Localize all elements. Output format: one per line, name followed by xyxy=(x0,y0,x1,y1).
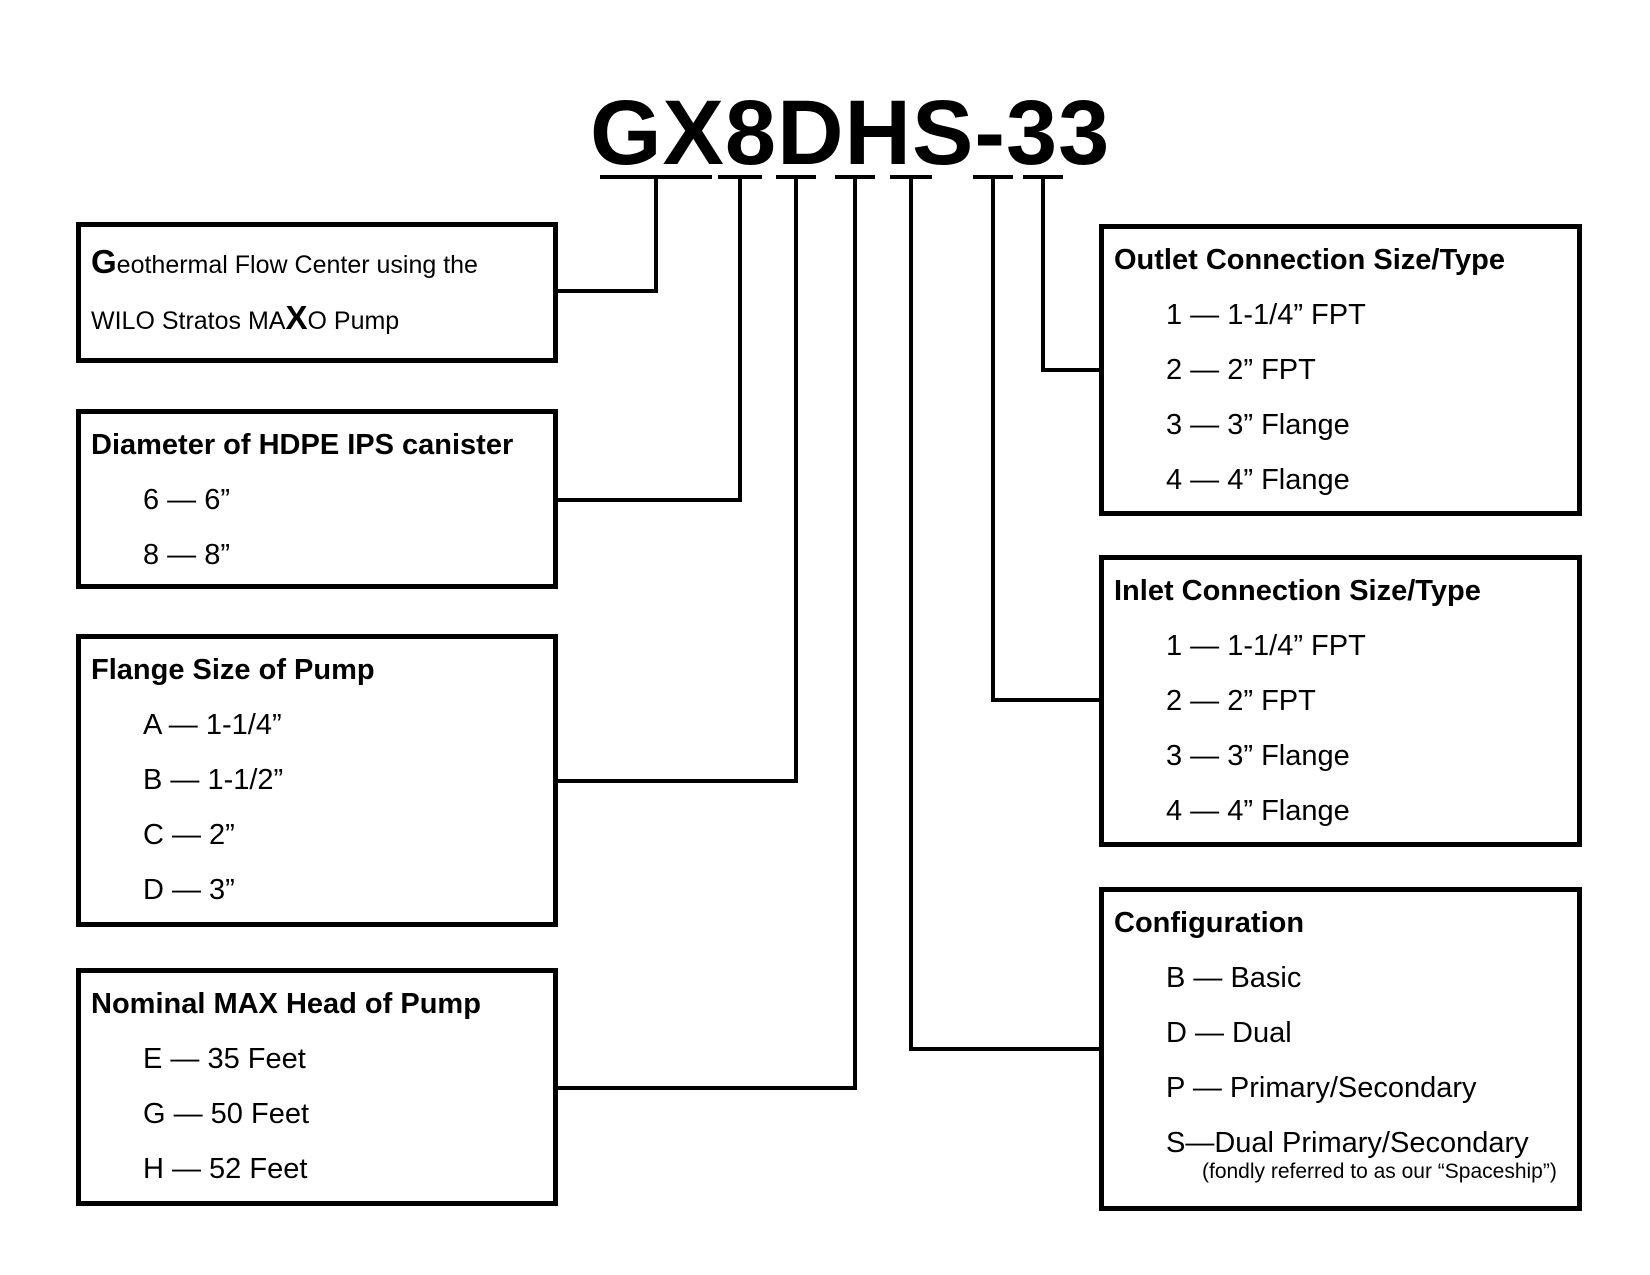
gx-description-line-2: WILO Stratos MAXO Pump xyxy=(91,299,400,336)
configuration-box: Configuration B — Basic D — Dual P — Pri… xyxy=(1099,887,1582,1211)
configuration-option: S—Dual Primary/Secondary xyxy=(1166,1127,1529,1159)
max-head-option: H — 52 Feet xyxy=(143,1153,308,1185)
max-head-title: Nominal MAX Head of Pump xyxy=(91,988,481,1020)
max-head-option: G — 50 Feet xyxy=(143,1098,310,1130)
flange-size-option: D — 3” xyxy=(143,874,235,906)
outlet-connection-option: 4 — 4” Flange xyxy=(1166,464,1350,496)
inlet-connection-option: 2 — 2” FPT xyxy=(1166,685,1316,717)
leader-gx xyxy=(556,177,658,293)
leader-head xyxy=(556,177,857,1090)
max-head-box: Nominal MAX Head of Pump E — 35 Feet G —… xyxy=(76,968,558,1206)
diameter-box: Diameter of HDPE IPS canister 6 — 6” 8 —… xyxy=(76,409,558,589)
leader-inlet xyxy=(991,177,1101,702)
inlet-connection-title: Inlet Connection Size/Type xyxy=(1114,575,1481,607)
outlet-connection-option: 2 — 2” FPT xyxy=(1166,354,1316,386)
configuration-option: B — Basic xyxy=(1166,962,1302,994)
leader-config xyxy=(909,177,1101,1051)
diameter-title: Diameter of HDPE IPS canister xyxy=(91,429,514,461)
gx-description-line-1: Geothermal Flow Center using the xyxy=(91,243,478,280)
model-code: GX8DHS-33 xyxy=(590,82,1111,184)
leader-flange xyxy=(556,177,798,783)
outlet-connection-option: 1 — 1-1/4” FPT xyxy=(1166,299,1366,331)
max-head-option: E — 35 Feet xyxy=(143,1043,306,1075)
diameter-option: 6 — 6” xyxy=(143,484,231,516)
configuration-option: D — Dual xyxy=(1166,1017,1292,1049)
outlet-connection-title: Outlet Connection Size/Type xyxy=(1114,244,1505,276)
diameter-option: 8 — 8” xyxy=(143,539,231,571)
inlet-connection-option: 3 — 3” Flange xyxy=(1166,740,1350,772)
inlet-connection-option: 1 — 1-1/4” FPT xyxy=(1166,630,1366,662)
outlet-connection-option: 3 — 3” Flange xyxy=(1166,409,1350,441)
inlet-connection-box: Inlet Connection Size/Type 1 — 1-1/4” FP… xyxy=(1099,555,1582,847)
leader-outlet xyxy=(1041,177,1101,372)
configuration-note: (fondly referred to as our “Spaceship”) xyxy=(1202,1160,1557,1183)
flange-size-option: C — 2” xyxy=(143,819,235,851)
inlet-connection-option: 4 — 4” Flange xyxy=(1166,795,1350,827)
configuration-option: P — Primary/Secondary xyxy=(1166,1072,1477,1104)
configuration-title: Configuration xyxy=(1114,907,1305,939)
flange-size-option: A — 1-1/4” xyxy=(143,709,282,741)
flange-size-option: B — 1-1/2” xyxy=(143,764,284,796)
outlet-connection-box: Outlet Connection Size/Type 1 — 1-1/4” F… xyxy=(1099,224,1582,516)
flange-size-box: Flange Size of Pump A — 1-1/4” B — 1-1/2… xyxy=(76,634,558,927)
leader-diameter xyxy=(556,177,742,502)
flange-size-title: Flange Size of Pump xyxy=(91,654,375,686)
gx-description-box: Geothermal Flow Center using the WILO St… xyxy=(76,222,558,363)
